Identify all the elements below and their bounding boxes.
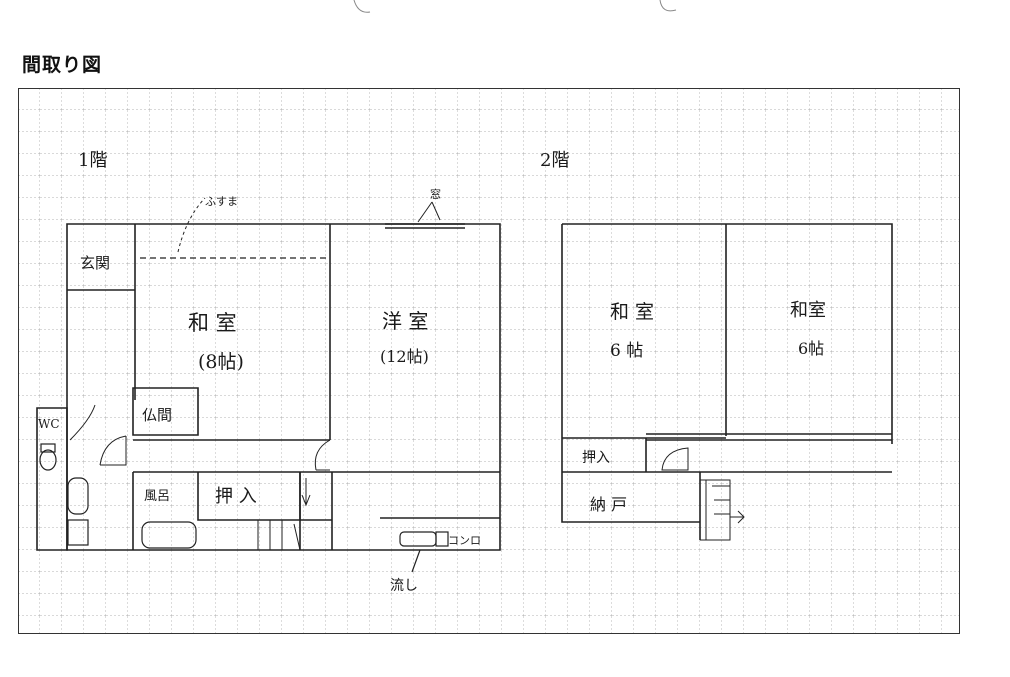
room-oshiire-1f: 押 入 (215, 486, 257, 507)
floor1-stairs (257, 478, 311, 551)
floor1-doors (69, 404, 331, 471)
room-butsuma: 仏間 (142, 406, 172, 424)
fusuma-label: ふすま (205, 195, 238, 208)
floor2-door (661, 447, 689, 471)
punch-hole-left (353, 0, 371, 13)
room-genkan: 玄関 (80, 254, 110, 272)
bathtub (141, 521, 197, 549)
page-title: 間取り図 (22, 54, 103, 76)
fusuma-leader (177, 197, 206, 253)
room-washitsu-a-size: 6 帖 (610, 341, 643, 361)
room-washitsu-size: (8帖) (198, 351, 244, 373)
kitchen-fixtures (399, 531, 449, 573)
wc-fixtures (39, 443, 89, 546)
floor2-stairs (700, 479, 745, 541)
label-konro: コンロ (448, 534, 481, 547)
floor2-walls (561, 223, 893, 540)
graph-grid (19, 89, 959, 633)
punch-hole-right (659, 0, 677, 12)
window-mark (385, 223, 465, 229)
room-furo: 風呂 (144, 489, 170, 504)
room-wc: WC (38, 417, 60, 431)
floor1-walls (36, 223, 501, 551)
room-youshitsu-size: (12帖) (380, 347, 429, 366)
room-washitsu-b-name: 和室 (790, 300, 826, 321)
room-washitsu-b-size: 6帖 (798, 339, 824, 358)
label-nagashi: 流し (390, 578, 418, 594)
floor2-label: 2階 (540, 150, 569, 171)
room-youshitsu-name: 洋 室 (382, 309, 428, 333)
floor-plan-frame (18, 88, 960, 634)
window-label: 窓 (430, 187, 441, 201)
room-washitsu-a-name: 和 室 (610, 301, 654, 323)
room-washitsu-name: 和 室 (188, 311, 237, 335)
floor1-label: 1階 (78, 150, 107, 171)
room-nando: 納 戸 (590, 495, 627, 514)
room-oshiire-2f: 押入 (582, 450, 610, 466)
window-leader (417, 201, 441, 223)
